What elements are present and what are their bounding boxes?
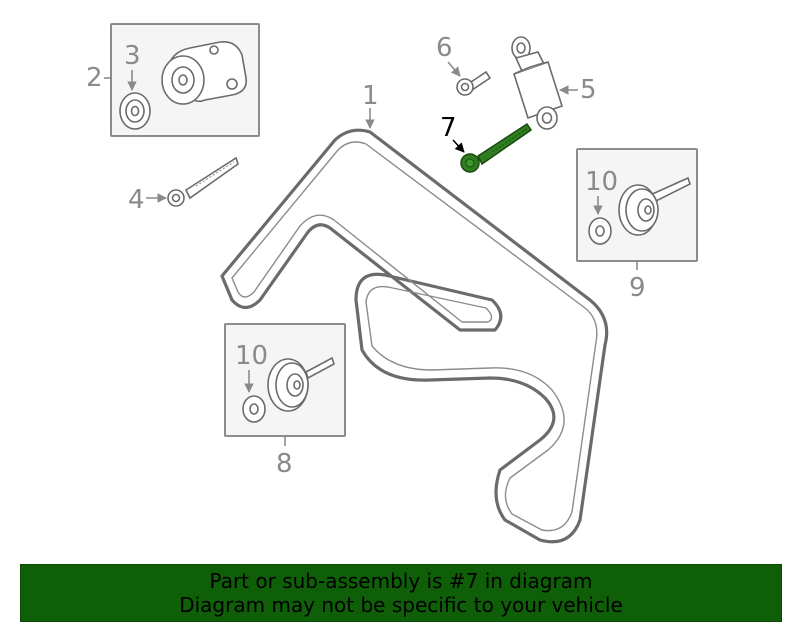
disclaimer-banner: Part or sub-assembly is #7 in diagram Di…	[20, 564, 782, 622]
hydraulic-tensioner[interactable]	[511, 36, 563, 130]
leader-7	[452, 139, 465, 153]
serpentine-belt[interactable]	[220, 128, 609, 544]
bolt-7-highlighted[interactable]	[460, 122, 533, 173]
callout-1: 1	[362, 81, 379, 111]
banner-line-2: Diagram may not be specific to your vehi…	[179, 593, 623, 617]
callout-2: 2	[86, 63, 103, 93]
callout-4: 4	[128, 185, 145, 215]
callout-9: 9	[629, 273, 646, 303]
callout-10-upper: 10	[585, 167, 618, 197]
idler-pulley-box-9[interactable]	[576, 148, 698, 262]
bolt-6[interactable]	[456, 70, 492, 96]
leader-6	[447, 61, 461, 77]
callout-6: 6	[436, 33, 453, 63]
callout-5: 5	[580, 75, 597, 105]
callout-8: 8	[276, 449, 293, 479]
bolt-4[interactable]	[167, 156, 239, 207]
callout-7: 7	[440, 113, 457, 143]
callout-10-lower: 10	[235, 341, 268, 371]
tensioner-assembly-box[interactable]	[110, 23, 260, 137]
callout-3: 3	[124, 41, 141, 71]
banner-line-1: Part or sub-assembly is #7 in diagram	[209, 569, 593, 593]
parts-diagram: 1 2 3 4 6	[86, 23, 698, 544]
